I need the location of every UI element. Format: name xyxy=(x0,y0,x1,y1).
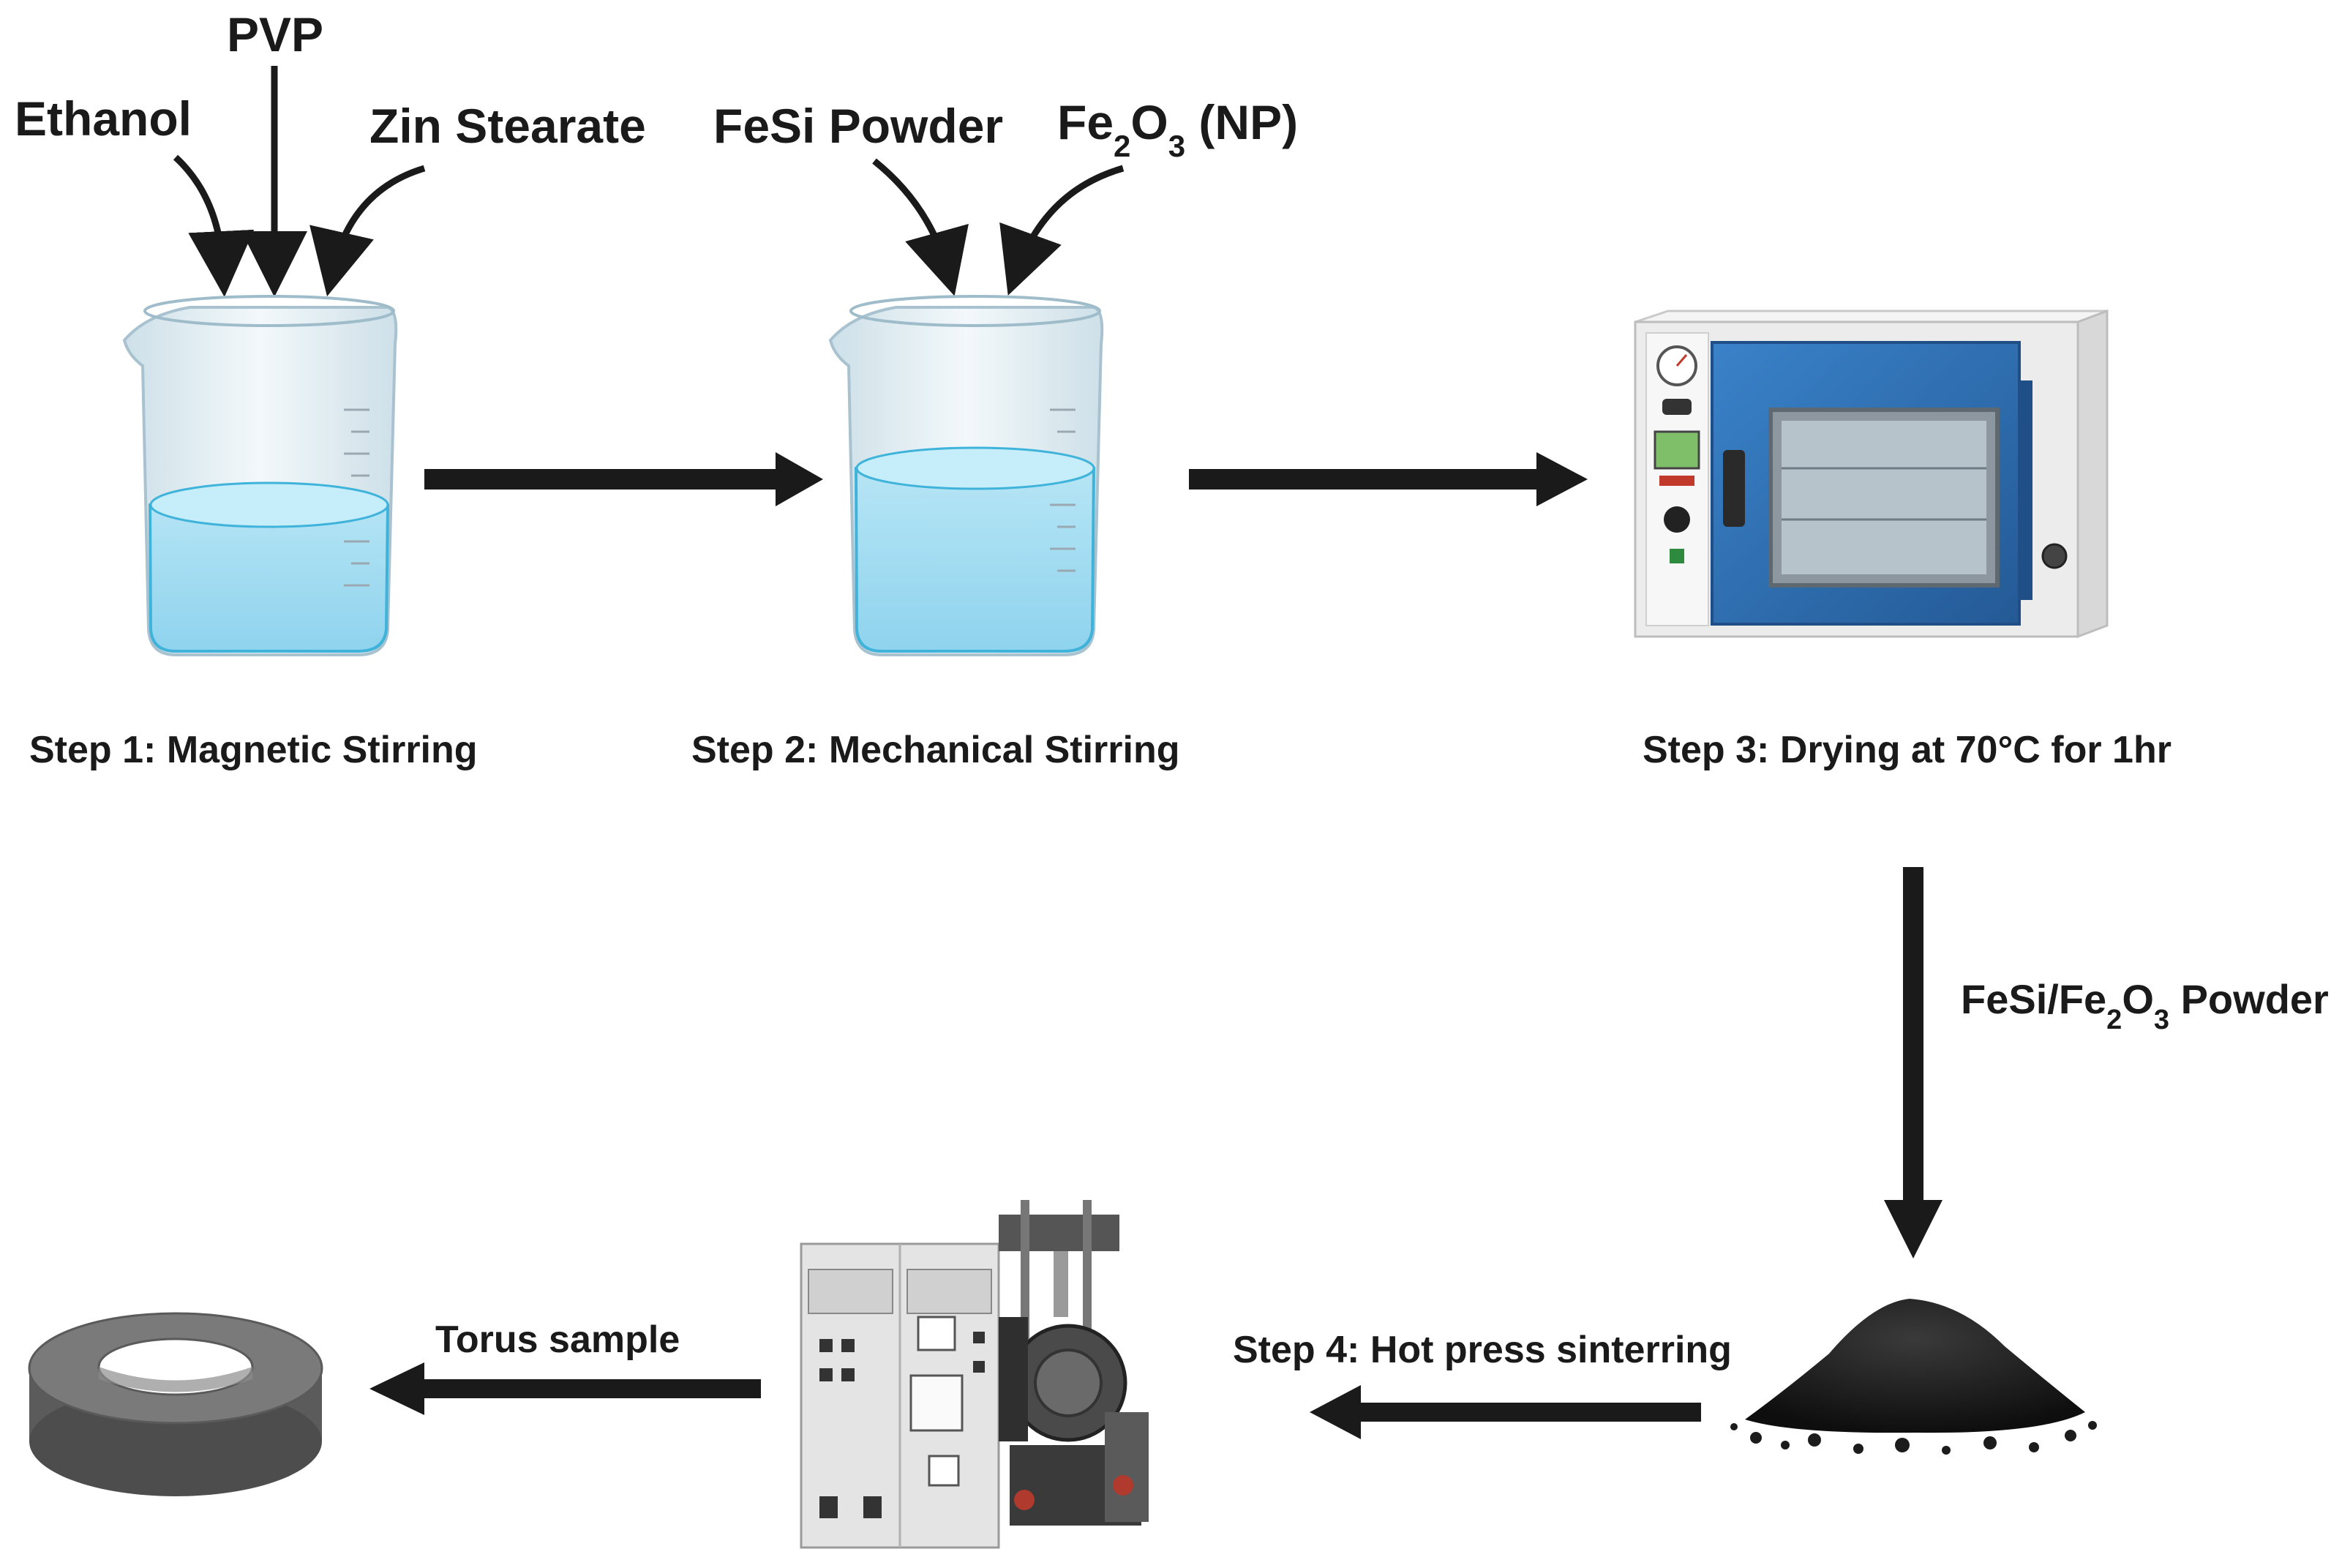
beaker-step2 xyxy=(828,295,1104,656)
fesi-powder-arrow xyxy=(872,158,969,296)
arrow-head-powder-to-step4 xyxy=(1310,1385,1361,1439)
arrow-head-step4-to-torus xyxy=(369,1362,424,1415)
arrow-head-step2-to-step3 xyxy=(1536,452,1588,506)
step1-label: Step 1: Magnetic Stirring xyxy=(29,729,478,771)
zinc-stearate-label: Zin Stearate xyxy=(369,99,646,153)
arrow-head-step1-to-step2 xyxy=(776,452,823,506)
step2-label: Step 2: Mechanical Stirring xyxy=(691,729,1180,771)
torus-sample xyxy=(28,1312,323,1496)
ethanol-label: Ethanol xyxy=(15,91,192,146)
beaker-step1 xyxy=(122,295,398,656)
step3-label: Step 3: Drying at 70°C for 1hr xyxy=(1643,729,2172,771)
pvp-label: PVP xyxy=(227,7,323,61)
fe2o3-arrow xyxy=(999,165,1125,296)
step4-label: Step 4: Hot press sinterring xyxy=(1233,1329,1732,1371)
ethanol-arrow xyxy=(173,154,255,297)
hot-press-machine xyxy=(800,1200,1149,1549)
powder-pile xyxy=(1730,1299,2097,1455)
zinc-stearate-arrow xyxy=(309,165,426,297)
fe2o3-np-label: Fe2O3 (NP) xyxy=(1057,95,1298,163)
powder-label: FeSi/Fe2O3 Powder xyxy=(1961,976,2329,1035)
arrow-head-step3-to-powder xyxy=(1884,1200,1942,1258)
drying-oven xyxy=(1634,309,2109,639)
torus-sample-label: Torus sample xyxy=(435,1318,680,1361)
fesi-powder-label: FeSi Powder xyxy=(713,99,1003,153)
